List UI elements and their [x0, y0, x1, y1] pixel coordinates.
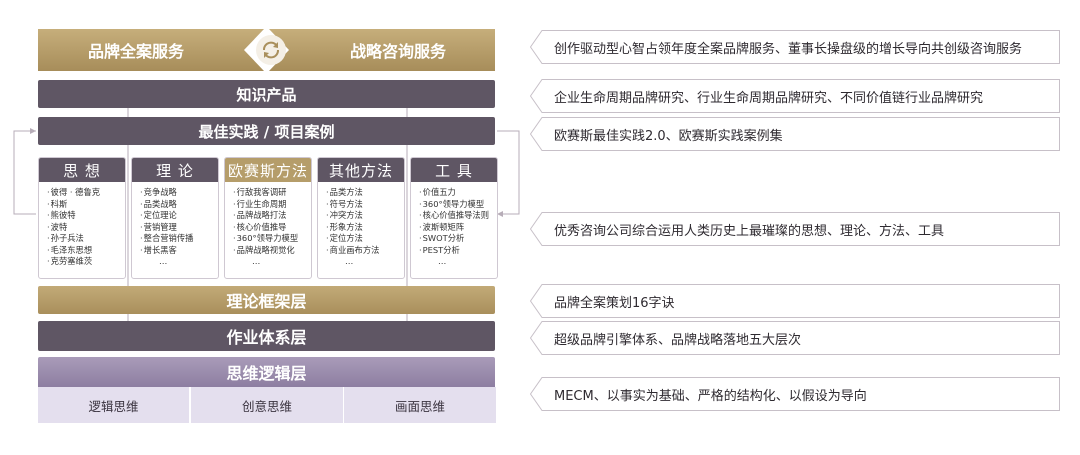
column-item: 符号方法 — [326, 199, 404, 211]
column-item: 克劳塞维茨 — [47, 256, 125, 268]
column-item: 波斯顿矩阵 — [419, 222, 497, 234]
column-item: 360°领导力模型 — [419, 199, 497, 211]
note-arrow-box: 优秀咨询公司综合运用人类历史上最璀璨的思想、理论、方法、工具 — [530, 212, 1060, 246]
column-item: 科斯 — [47, 199, 125, 211]
column-item: 行敌我客调研 — [233, 187, 311, 199]
operation-layer-bar: 作业体系层 — [38, 321, 495, 351]
note-text: 品牌全案策划16字诀 — [554, 295, 675, 311]
column-item: 核心价值推导 — [233, 222, 311, 234]
note-text: 创作驱动型心智占领年度全案品牌服务、董事长操盘级的增长导向共创级咨询服务 — [554, 41, 1023, 57]
note-arrow-box: 企业生命周期品牌研究、行业生命周期品牌研究、不同价值链行业品牌研究 — [530, 79, 1060, 113]
thinking-sub-creative: 创意思维 — [190, 387, 343, 423]
note-arrow-box: 品牌全案策划16字诀 — [530, 284, 1060, 318]
column-item: 形象方法 — [326, 222, 404, 234]
column-item-list: 品类方法符号方法冲突方法形象方法定位方法商业画布方法… — [318, 182, 404, 268]
column-more-ellipsis: … — [438, 256, 447, 266]
column-item: 孙子兵法 — [47, 233, 125, 245]
column-more-ellipsis: … — [159, 256, 168, 266]
thinking-sub-logic: 逻辑思维 — [38, 387, 189, 423]
column-item: 竞争战略 — [140, 187, 218, 199]
note-text: 欧赛斯最佳实践2.0、欧赛斯实践案例集 — [554, 128, 783, 144]
service-bar: 品牌全案服务 战略咨询服务 — [38, 29, 495, 71]
column-title: 其他方法 — [318, 158, 404, 182]
column-item: 熊彼特 — [47, 210, 125, 222]
column-item: SWOT分析 — [419, 233, 497, 245]
column-item: PEST分析 — [419, 245, 497, 257]
column-item-list: 价值五力360°领导力模型核心价值推导法则波斯顿矩阵SWOT分析PEST分析… — [411, 182, 497, 268]
column-item: 品类方法 — [326, 187, 404, 199]
column-item: 品牌战略视觉化 — [233, 245, 311, 257]
column-item-list: 彼得 · 德鲁克科斯熊彼特波特孙子兵法毛泽东思想克劳塞维茨 — [39, 182, 125, 268]
column-title: 欧赛斯方法 — [225, 158, 311, 182]
column-item: 彼得 · 德鲁克 — [47, 187, 125, 199]
column-item: 行业生命周期 — [233, 199, 311, 211]
column-item: 毛泽东思想 — [47, 245, 125, 257]
column-item: 价值五力 — [419, 187, 497, 199]
knowledge-product-bar: 知识产品 — [38, 80, 495, 108]
column-item: 波特 — [47, 222, 125, 234]
method-column-4: 其他方法品类方法符号方法冲突方法形象方法定位方法商业画布方法… — [317, 157, 405, 279]
method-column-3: 欧赛斯方法行敌我客调研行业生命周期品牌战略打法核心价值推导360°领导力模型品牌… — [224, 157, 312, 279]
thinking-sub-visual: 画面思维 — [343, 387, 496, 423]
refresh-cycle-icon — [256, 35, 286, 65]
framework-layer-bar: 理论框架层 — [38, 286, 495, 314]
column-item: 营销管理 — [140, 222, 218, 234]
column-title: 工 具 — [411, 158, 497, 182]
note-text: 超级品牌引擎体系、品牌战略落地五大层次 — [554, 332, 802, 348]
service-bar-bg — [38, 29, 495, 71]
best-practice-bar: 最佳实践 / 项目案例 — [38, 117, 495, 145]
column-item: 整合营销传播 — [140, 233, 218, 245]
brand-service-label: 品牌全案服务 — [88, 42, 185, 61]
method-column-1: 思 想彼得 · 德鲁克科斯熊彼特波特孙子兵法毛泽东思想克劳塞维茨 — [38, 157, 126, 279]
column-item: 品牌战略打法 — [233, 210, 311, 222]
note-arrow-box: MECM、以事实为基础、严格的结构化、以假设为导向 — [530, 377, 1060, 411]
column-item-list: 行敌我客调研行业生命周期品牌战略打法核心价值推导360°领导力模型品牌战略视觉化… — [225, 182, 311, 268]
note-text: 企业生命周期品牌研究、行业生命周期品牌研究、不同价值链行业品牌研究 — [554, 90, 984, 106]
column-more-ellipsis: … — [252, 256, 261, 266]
column-item: 品类战略 — [140, 199, 218, 211]
column-item: 商业画布方法 — [326, 245, 404, 257]
column-item: 360°领导力模型 — [233, 233, 311, 245]
column-item-list: 竞争战略品类战略定位理论营销管理整合营销传播增长黑客… — [132, 182, 218, 268]
column-item: 增长黑客 — [140, 245, 218, 257]
note-text: MECM、以事实为基础、严格的结构化、以假设为导向 — [554, 388, 867, 404]
column-title: 思 想 — [39, 158, 125, 182]
strategy-service-label: 战略咨询服务 — [350, 42, 447, 61]
note-arrow-box: 创作驱动型心智占领年度全案品牌服务、董事长操盘级的增长导向共创级咨询服务 — [530, 30, 1060, 64]
column-title: 理 论 — [132, 158, 218, 182]
note-text: 优秀咨询公司综合运用人类历史上最璀璨的思想、理论、方法、工具 — [554, 223, 945, 239]
column-item: 定位理论 — [140, 210, 218, 222]
thinking-layer-bar: 思维逻辑层 — [38, 357, 495, 387]
note-arrow-box: 欧赛斯最佳实践2.0、欧赛斯实践案例集 — [530, 117, 1060, 151]
column-item: 核心价值推导法则 — [419, 210, 497, 222]
note-arrow-box: 超级品牌引擎体系、品牌战略落地五大层次 — [530, 321, 1060, 355]
column-item: 定位方法 — [326, 233, 404, 245]
method-column-2: 理 论竞争战略品类战略定位理论营销管理整合营销传播增长黑客… — [131, 157, 219, 279]
column-more-ellipsis: … — [345, 256, 354, 266]
method-column-5: 工 具价值五力360°领导力模型核心价值推导法则波斯顿矩阵SWOT分析PEST分… — [410, 157, 498, 279]
column-item: 冲突方法 — [326, 210, 404, 222]
